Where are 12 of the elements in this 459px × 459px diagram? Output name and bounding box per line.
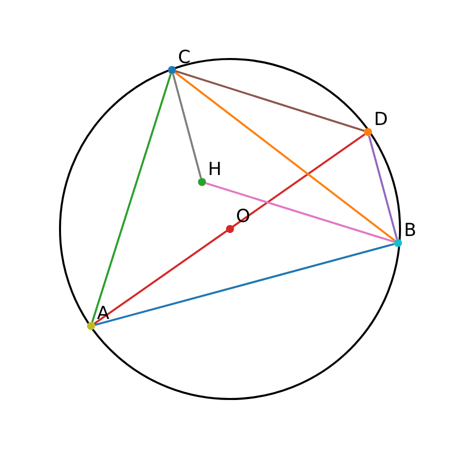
line-segment bbox=[94, 243, 394, 326]
line-segment bbox=[176, 70, 364, 132]
line-segment bbox=[91, 74, 172, 322]
point-label: B bbox=[404, 221, 416, 241]
point-label: C bbox=[178, 48, 191, 68]
line-segment bbox=[172, 74, 202, 178]
line-segment bbox=[206, 182, 394, 243]
line-segment bbox=[368, 136, 398, 240]
point-label: D bbox=[374, 110, 388, 130]
line-segment bbox=[174, 72, 396, 242]
line-segment bbox=[94, 133, 366, 325]
point-label: H bbox=[208, 160, 222, 180]
